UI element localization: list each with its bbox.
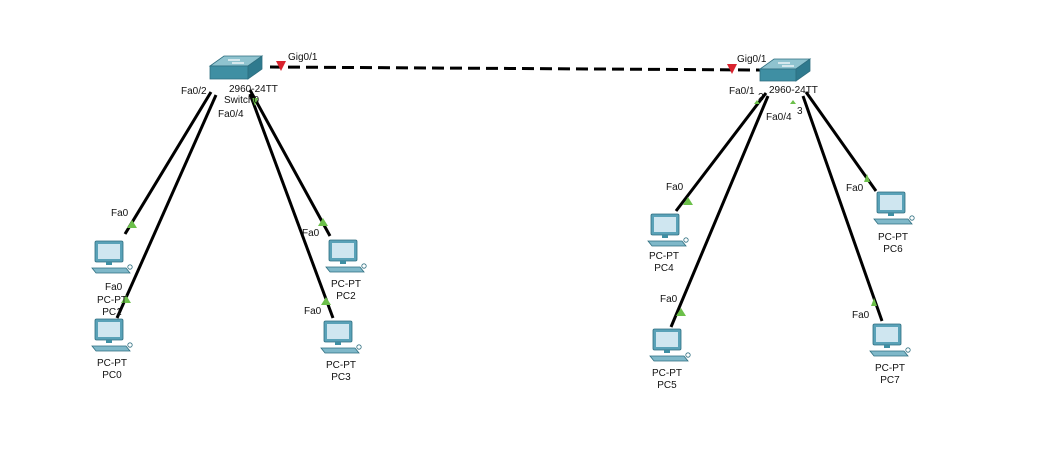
link-up-indicator [790, 100, 796, 104]
pc-icon [91, 318, 133, 352]
switch-1[interactable]: 2960-24TT Gig0/1 Fa0/1 2 Fa0/4 3 [729, 54, 818, 123]
link-up-indicator [676, 308, 686, 316]
pc-name-label: PC2 [336, 291, 356, 302]
cable-pc6[interactable] [804, 91, 878, 192]
pc-type-label: PC-PT [878, 232, 908, 243]
link-up-indicator [121, 295, 131, 303]
trunk-cable[interactable] [269, 65, 761, 72]
link-up-indicator [321, 297, 331, 305]
port-label: Fa0/4 [766, 112, 792, 123]
port-label: Fa0/2 [181, 86, 207, 97]
cable-pc1[interactable] [123, 91, 213, 235]
port-label: Gig0/1 [737, 54, 767, 65]
pc-icon [91, 240, 133, 274]
cable-pc3[interactable] [248, 93, 335, 319]
port-label: Fa0 [302, 228, 320, 239]
pc-type-label: PC-PT [875, 363, 905, 374]
pc-type-label: PC-PT [331, 279, 361, 290]
port-label: Fa0 [666, 182, 684, 193]
link-up-indicator [871, 298, 877, 306]
link-up-indicator [683, 197, 693, 205]
link-up-indicator [318, 218, 328, 226]
port-number-label: 3 [797, 106, 803, 117]
port-label: Fa0 [105, 282, 123, 293]
pc-name-label: PC0 [102, 370, 122, 381]
switch-icon [208, 55, 264, 80]
pc-icon [873, 191, 915, 225]
pc-name-label: PC6 [883, 244, 903, 255]
port-number-label: 2 [758, 92, 764, 103]
port-label: Fa0 [846, 183, 864, 194]
switch-0-model-label: 2960-24TT [229, 84, 278, 95]
link-down-indicator-sw0-gig [276, 61, 286, 71]
cable-pc2[interactable] [248, 89, 332, 237]
link-down-indicator-sw1-gig [727, 64, 737, 74]
port-label: Gig0/1 [288, 52, 318, 63]
port-label: Fa0 [660, 294, 678, 305]
pc-icon [869, 323, 911, 357]
pc-name-label: PC5 [657, 380, 677, 391]
pc-type-label: PC-PT [97, 358, 127, 369]
link-up-indicator [252, 98, 258, 106]
pc-icon [649, 328, 691, 362]
pc-name-label: PC4 [654, 263, 674, 274]
link-up-indicator [127, 220, 137, 228]
pc-icon [320, 320, 362, 354]
link-up-indicator [864, 174, 870, 182]
port-label: Fa0 [111, 208, 129, 219]
switch-1-model-label: 2960-24TT [769, 85, 818, 96]
pc-type-label: PC-PT [326, 360, 356, 371]
port-label: Fa0/1 [729, 86, 755, 97]
pc-icon [647, 213, 689, 247]
switch-icon [758, 58, 812, 82]
cable-pc7[interactable] [801, 95, 884, 322]
link-indicators [121, 61, 877, 316]
cable-pc0[interactable] [115, 94, 218, 319]
port-label: Fa0 [852, 310, 870, 321]
switch-0[interactable]: 2960-24TT Switch0 Gig0/1 Fa0/2 Fa0/4 [181, 52, 318, 120]
pc-type-label: PC-PT [97, 295, 127, 306]
port-label: Fa0 [304, 306, 322, 317]
pc-group: PC-PTPC0Fa0PC-PTPC1Fa0PC-PTPC2Fa0PC-PTPC… [91, 182, 915, 391]
cable-pc5[interactable] [669, 95, 770, 328]
pc-type-label: PC-PT [649, 251, 679, 262]
port-label: Fa0/4 [218, 109, 244, 120]
pc-name-label: PC3 [331, 372, 351, 383]
pc-type-label: PC-PT [652, 368, 682, 379]
cables [115, 65, 884, 328]
pc-icon [325, 239, 367, 273]
pc-name-label: PC1 [102, 307, 122, 318]
switch-0-name-label: Switch0 [224, 95, 259, 106]
cable-pc4[interactable] [674, 92, 768, 212]
link-up-indicator [754, 100, 760, 104]
pc-name-label: PC7 [880, 375, 900, 386]
